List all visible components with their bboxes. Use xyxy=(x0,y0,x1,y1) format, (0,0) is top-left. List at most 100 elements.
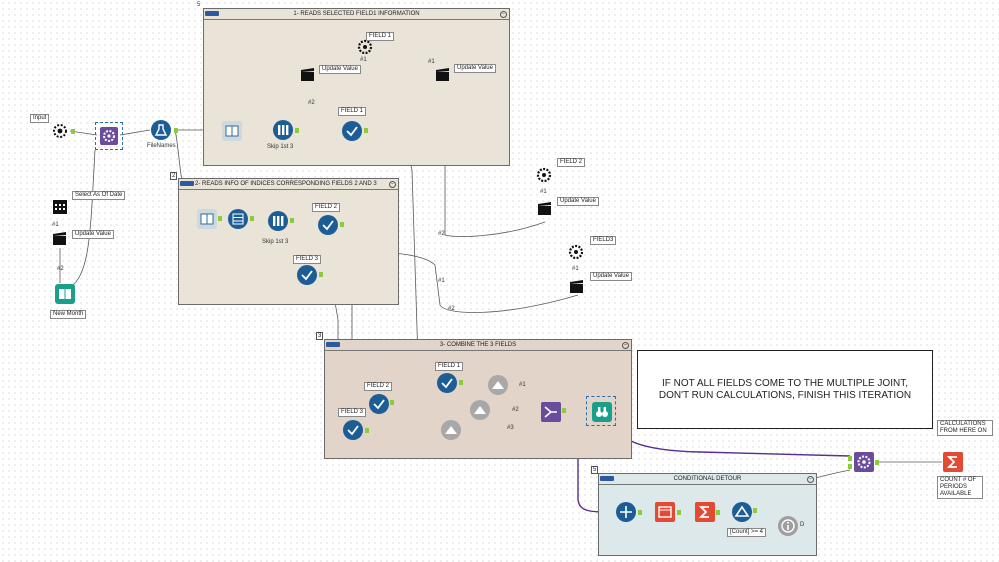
output-anchor[interactable] xyxy=(319,272,323,277)
question-gear-tool[interactable] xyxy=(355,37,375,57)
wire-label: #1 xyxy=(428,59,435,65)
append-fields-tool[interactable] xyxy=(470,400,490,420)
input-anchor[interactable] xyxy=(848,456,852,461)
output-anchor[interactable] xyxy=(71,129,75,134)
container-header[interactable]: 2- READS INFO OF INDICES CORRESPONDING F… xyxy=(179,179,398,190)
question-gear-tool[interactable] xyxy=(566,242,586,262)
comment-annotation[interactable]: IF NOT ALL FIELDS COME TO THE MULTIPLE J… xyxy=(637,350,933,429)
annotation-text: IF NOT ALL FIELDS COME TO THE MULTIPLE J… xyxy=(658,377,912,401)
container-tag-icon xyxy=(326,342,340,347)
wire-label: #1 xyxy=(52,222,59,228)
clapper-icon xyxy=(53,232,66,245)
output-anchor[interactable] xyxy=(218,216,222,221)
container-header[interactable]: 3- COMBINE THE 3 FIELDS − xyxy=(325,340,631,351)
action-update-tool[interactable] xyxy=(433,64,453,84)
wire-label: #2 xyxy=(308,100,315,106)
output-anchor[interactable] xyxy=(340,222,344,227)
output-anchor[interactable] xyxy=(875,460,879,465)
calendar-icon xyxy=(658,506,672,518)
output-anchor[interactable] xyxy=(390,400,394,405)
text-input-tool[interactable] xyxy=(55,284,75,304)
select-tool[interactable] xyxy=(369,394,389,414)
container-title: 1- READS SELECTED FIELD1 INFORMATION xyxy=(293,11,420,17)
date-tool[interactable] xyxy=(50,197,70,217)
container-title: CONDITIONAL DETOUR xyxy=(673,476,742,482)
select-tool[interactable] xyxy=(318,215,338,235)
wire-label: #1 xyxy=(519,382,526,388)
action-update-tool[interactable] xyxy=(50,228,70,248)
record-id-tool[interactable] xyxy=(228,209,248,229)
container-header[interactable]: CONDITIONAL DETOUR − xyxy=(599,474,816,485)
gear-icon xyxy=(103,130,115,142)
select-tool[interactable] xyxy=(297,265,317,285)
output-anchor[interactable] xyxy=(562,408,566,413)
output-anchor[interactable] xyxy=(174,128,178,133)
output-anchor[interactable] xyxy=(677,510,681,515)
container-reads-indices[interactable]: 2- READS INFO OF INDICES CORRESPONDING F… xyxy=(178,178,399,305)
comment-box: CALCULATIONS FROM HERE ON xyxy=(937,420,993,436)
output-anchor[interactable] xyxy=(638,510,642,515)
wire-label: #2 xyxy=(438,231,445,237)
message-tool[interactable] xyxy=(778,516,798,536)
action-update-tool[interactable] xyxy=(535,198,555,218)
append-fields-tool[interactable] xyxy=(441,420,461,440)
select-tool[interactable] xyxy=(342,121,362,141)
macro-tool[interactable] xyxy=(854,452,874,472)
output-anchor[interactable] xyxy=(250,216,254,221)
action-update-tool[interactable] xyxy=(298,64,318,84)
gear-icon xyxy=(568,244,584,260)
collapse-icon[interactable]: − xyxy=(389,181,396,188)
container-number: 3 xyxy=(316,332,324,340)
macro-tool-selected[interactable] xyxy=(95,122,123,150)
output-anchor[interactable] xyxy=(459,380,463,385)
join-icon xyxy=(492,381,504,389)
book-icon xyxy=(200,213,214,225)
arrows-icon xyxy=(620,506,632,518)
sample-tool[interactable] xyxy=(268,211,288,231)
wire xyxy=(119,129,151,136)
formula-tool[interactable] xyxy=(655,502,675,522)
message-output-label: D xyxy=(800,522,805,528)
tool-label: FIELD3 xyxy=(590,236,617,245)
wire xyxy=(64,149,96,291)
collapse-icon[interactable]: − xyxy=(622,342,629,349)
wire-label: #1 xyxy=(572,266,579,272)
summarize-tool[interactable] xyxy=(943,452,963,472)
dynamic-input-tool[interactable] xyxy=(222,121,242,141)
wire-label: #1 xyxy=(360,57,367,63)
tool-label: Update Value xyxy=(72,230,114,239)
tool-label: COUNT # OF PERIODS AVAILABLE xyxy=(937,476,983,499)
select-tool[interactable] xyxy=(343,420,363,440)
tool-label: Skip 1st 3 xyxy=(267,144,294,150)
detour-tool[interactable] xyxy=(616,502,636,522)
comment-text: CALCULATIONS FROM HERE ON xyxy=(940,421,987,434)
union-tool[interactable] xyxy=(541,402,561,422)
collapse-icon[interactable]: − xyxy=(500,11,507,18)
sample-tool[interactable] xyxy=(273,120,293,140)
tool-label: FileNames xyxy=(147,143,176,149)
summarize-tool[interactable] xyxy=(695,502,715,522)
select-tool[interactable] xyxy=(437,373,457,393)
browse-tool[interactable] xyxy=(586,396,616,426)
dynamic-input-tool[interactable] xyxy=(197,209,217,229)
output-anchor[interactable] xyxy=(716,510,720,515)
question-gear-tool[interactable] xyxy=(534,165,554,185)
input-gear-tool[interactable] xyxy=(50,121,70,141)
directory-tool[interactable] xyxy=(151,120,171,140)
container-tag-icon xyxy=(180,181,194,186)
output-anchor[interactable] xyxy=(290,218,294,223)
output-anchor[interactable] xyxy=(295,128,299,133)
append-fields-tool[interactable] xyxy=(488,375,508,395)
output-anchor[interactable] xyxy=(753,508,757,513)
container-header[interactable]: 1- READS SELECTED FIELD1 INFORMATION − xyxy=(204,9,509,20)
container-reads-field1[interactable]: 1- READS SELECTED FIELD1 INFORMATION − xyxy=(203,8,510,166)
checkmark-icon xyxy=(301,270,313,281)
filter-tool[interactable] xyxy=(732,502,752,522)
input-anchor[interactable] xyxy=(848,464,852,469)
output-anchor[interactable] xyxy=(365,428,369,433)
action-update-tool[interactable] xyxy=(567,276,587,296)
collapse-icon[interactable]: − xyxy=(807,476,814,483)
tool-label: FIELD 1 xyxy=(435,362,464,371)
gear-icon xyxy=(53,124,67,138)
output-anchor[interactable] xyxy=(364,128,368,133)
